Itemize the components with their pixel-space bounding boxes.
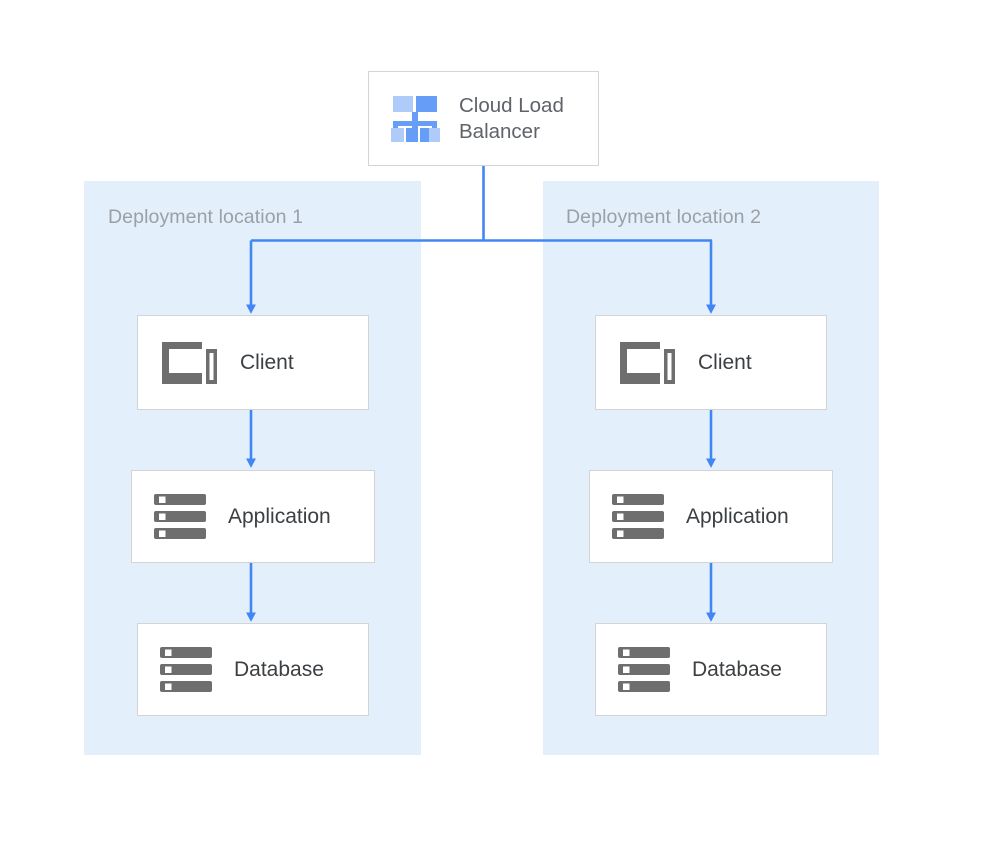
devices-icon (162, 341, 217, 384)
node-label: Database (692, 657, 782, 681)
node-database-2[interactable]: Database (595, 623, 827, 716)
deployment-zone-1-label: Deployment location 1 (108, 206, 304, 228)
deployment-zone-2-label: Deployment location 2 (566, 206, 762, 228)
node-label: Application (686, 504, 789, 528)
node-label: Cloud Load Balancer (459, 93, 564, 143)
devices-icon (620, 341, 675, 384)
node-cloud-load-balancer[interactable]: Cloud Load Balancer (368, 71, 599, 166)
node-label: Client (698, 350, 752, 374)
node-application-2[interactable]: Application (589, 470, 833, 563)
node-database-1[interactable]: Database (137, 623, 369, 716)
node-client-2[interactable]: Client (595, 315, 827, 410)
server-icon (154, 494, 206, 539)
server-icon (160, 647, 212, 692)
node-client-1[interactable]: Client (137, 315, 369, 410)
server-icon (612, 494, 664, 539)
node-label: Database (234, 657, 324, 681)
node-label: Client (240, 350, 294, 374)
hierarchy-icon (391, 95, 440, 142)
node-label: Application (228, 504, 331, 528)
node-application-1[interactable]: Application (131, 470, 375, 563)
server-icon (618, 647, 670, 692)
